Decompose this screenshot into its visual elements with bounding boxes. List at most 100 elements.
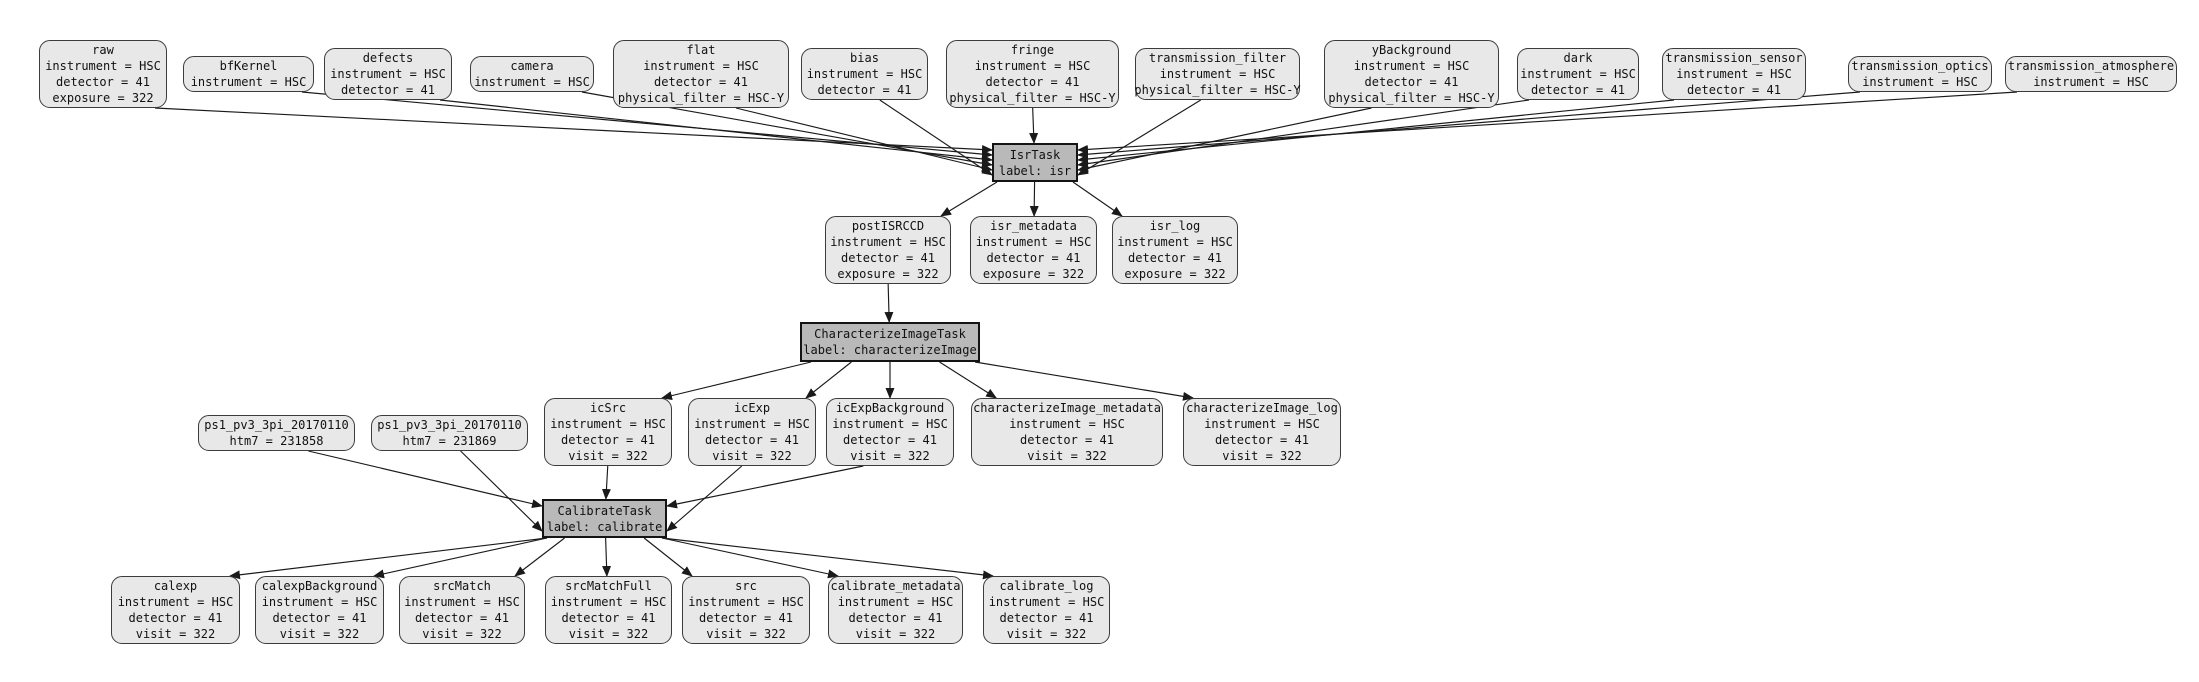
dataset-node-srcMatch: srcMatch instrument = HSC detector = 41 vis… (399, 576, 525, 644)
node-attr: visit = 322 (279, 627, 360, 641)
node-attr: exposure = 322 (982, 267, 1085, 281)
node-attr: physical_filter = HSC-Y (617, 91, 785, 105)
node-attr: instrument = HSC (1676, 67, 1792, 81)
node-attr: instrument = HSC (550, 595, 667, 609)
node-attr: label: characterizeImage (803, 343, 977, 357)
edge-transmission_optics-to-IsrTask (1077, 91, 1861, 159)
edge-CalibrateTask-to-calexpBackground (373, 537, 548, 579)
node-attr: detector = 41 (654, 75, 748, 89)
node-title: calibrate_log (999, 579, 1094, 593)
node-title: isr_metadata (990, 219, 1077, 233)
node-attr: instrument = HSC (2033, 75, 2149, 89)
node-attr: detector = 41 (843, 433, 937, 447)
node-title: characterizeImage_metadata (973, 401, 1161, 415)
node-attr: visit = 322 (850, 449, 930, 463)
edge-transmission_sensor-to-IsrTask (1077, 99, 1675, 164)
node-attr: visit = 322 (568, 449, 648, 463)
node-attr: instrument = HSC (330, 67, 446, 81)
edge-CalibrateTask-to-calibrate_metadata (661, 537, 839, 579)
node-attr: detector = 41 (1364, 75, 1459, 89)
node-attr: instrument = HSC (688, 595, 804, 609)
node-attr: visit = 322 (135, 627, 216, 641)
node-attr: instrument = HSC (643, 59, 759, 73)
node-attr: instrument = HSC (45, 59, 161, 73)
node-title: transmission_atmosphere (2007, 59, 2175, 73)
node-title: flat (686, 43, 716, 57)
node-attr: visit = 322 (1027, 449, 1107, 463)
edge-transmission_filter-to-IsrTask (1077, 99, 1202, 176)
node-attr: instrument = HSC (1353, 59, 1470, 73)
edge-IsrTask-to-postISRCCD (940, 181, 998, 217)
node-title: characterizeImage_log (1186, 401, 1338, 415)
node-attr: instrument = HSC (1159, 67, 1276, 81)
node-attr: physical_filter = HSC-Y (1134, 83, 1301, 97)
node-attr: instrument = HSC (832, 417, 948, 431)
node-attr: physical_filter = HSC-Y (949, 91, 1116, 105)
node-attr: instrument = HSC (261, 595, 378, 609)
node-attr: instrument = HSC (694, 417, 810, 431)
node-attr: instrument = HSC (474, 75, 590, 89)
node-title: yBackground (1371, 43, 1452, 57)
node-title: bfKernel (219, 59, 278, 73)
node-attr: exposure = 322 (52, 91, 154, 105)
node-title: calexp (153, 579, 198, 593)
edge-dark-to-IsrTask (1077, 99, 1530, 169)
node-attr: detector = 41 (1128, 251, 1222, 265)
node-title: postISRCCD (851, 219, 925, 233)
edge-icExpBackground-to-CalibrateTask (666, 465, 864, 509)
edge-CharacterizeImageTask-to-characterizeImage_metadata (939, 361, 998, 399)
node-title: IsrTask (1009, 147, 1061, 162)
node-title: camera (510, 59, 554, 73)
node-title: transmission_sensor (1665, 51, 1803, 65)
node-title: CalibrateTask (557, 503, 652, 518)
edge-transmission_atmosphere-to-IsrTask (1077, 91, 2018, 154)
node-attr: visit = 322 (568, 627, 649, 641)
node-attr: instrument = HSC (404, 595, 520, 609)
node-title: isr_log (1149, 219, 1201, 233)
edge-postISRCCD-to-CharacterizeImageTask (884, 283, 894, 323)
node-attr: visit = 322 (855, 627, 936, 641)
edge-flat-to-IsrTask (735, 107, 993, 173)
node-attr: detector = 41 (705, 433, 799, 447)
node-title: ps1_pv3_3pi_20170110 (377, 418, 522, 432)
node-title: calexpBackground (261, 579, 378, 593)
node-attr: instrument = HSC (830, 235, 946, 249)
edge-defects-to-IsrTask (439, 99, 993, 164)
dataset-node-transmission_atmosphere: transmission_atmosphere instrument = HSC (2005, 56, 2177, 92)
dataset-node-camera: camera instrument = HSC (470, 56, 594, 92)
edge-CharacterizeImageTask-to-icSrc (661, 361, 812, 401)
node-attr: instrument = HSC (190, 75, 307, 89)
node-title: bias (850, 51, 879, 65)
node-attr: detector = 41 (817, 83, 912, 97)
node-attr: instrument = HSC (550, 417, 666, 431)
node-title: fringe (1010, 43, 1055, 57)
node-attr: detector = 41 (986, 251, 1081, 265)
node-attr: visit = 322 (422, 627, 502, 641)
node-attr: instrument = HSC (988, 595, 1105, 609)
node-attr: label: isr (998, 163, 1072, 178)
edge-icSrc-to-CalibrateTask (601, 465, 611, 500)
node-title: icSrc (589, 401, 627, 415)
node-attr: detector = 41 (561, 433, 655, 447)
node-title: srcMatch (433, 579, 491, 593)
edge-CalibrateTask-to-srcMatchFull (602, 537, 612, 577)
dataset-node-yBackground: yBackground instrument = HSC detector = 41… (1324, 40, 1499, 108)
node-attr: exposure = 322 (837, 267, 939, 281)
node-attr: detector = 41 (415, 611, 509, 625)
edge-ps1_htm7_231869-to-CalibrateTask (460, 450, 543, 532)
